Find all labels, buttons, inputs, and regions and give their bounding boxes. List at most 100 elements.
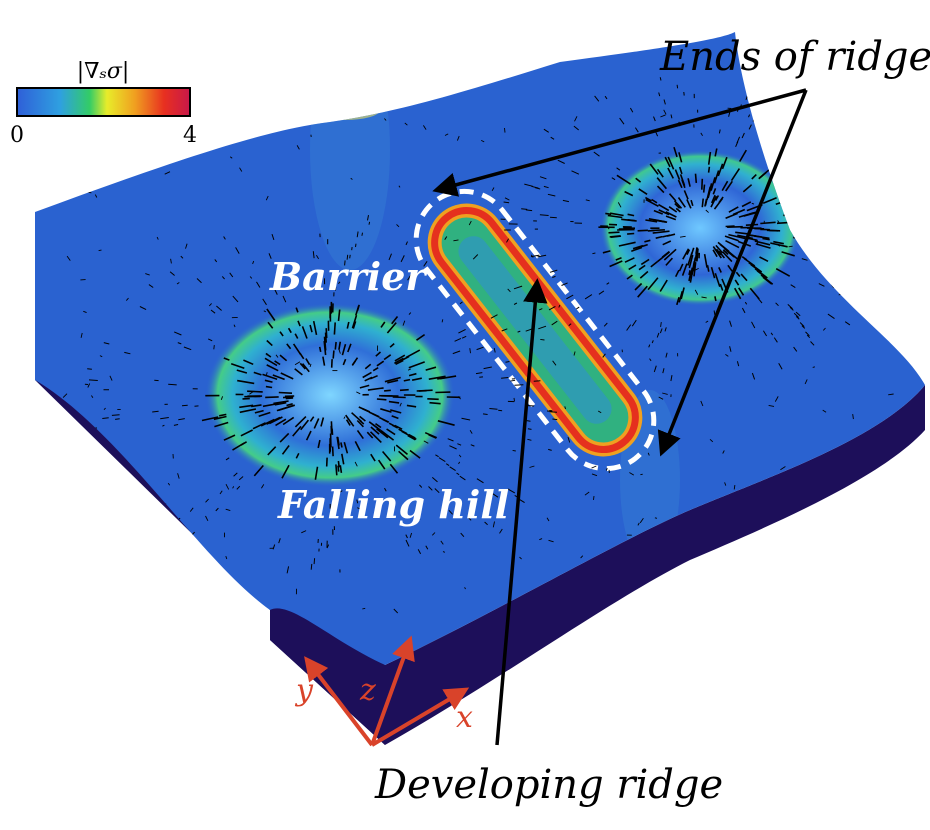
field-arrow bbox=[834, 624, 838, 627]
field-arrow bbox=[793, 236, 804, 240]
field-arrow bbox=[237, 379, 255, 385]
field-arrow bbox=[637, 285, 648, 298]
field-arrow bbox=[303, 117, 308, 120]
field-arrow bbox=[795, 311, 801, 317]
field-arrow bbox=[265, 385, 273, 389]
field-arrow bbox=[376, 398, 387, 401]
field-arrow bbox=[788, 245, 793, 248]
field-arrow bbox=[223, 236, 226, 240]
field-arrow bbox=[370, 453, 376, 462]
field-arrow bbox=[168, 516, 170, 520]
field-arrow bbox=[88, 379, 98, 381]
field-arrow bbox=[287, 327, 292, 334]
field-arrow bbox=[710, 266, 716, 279]
field-arrow bbox=[423, 440, 429, 444]
field-arrow bbox=[543, 128, 549, 133]
field-arrow bbox=[425, 366, 437, 371]
field-arrow bbox=[313, 418, 320, 429]
field-arrow bbox=[305, 430, 312, 441]
field-arrow bbox=[762, 330, 768, 337]
field-arrow bbox=[148, 284, 154, 288]
field-arrow bbox=[677, 197, 686, 208]
field-arrow bbox=[548, 539, 554, 543]
field-arrow bbox=[472, 254, 479, 260]
field-arrow bbox=[448, 509, 453, 515]
field-arrow bbox=[546, 517, 550, 522]
field-arrow bbox=[775, 302, 779, 307]
field-arrow bbox=[380, 321, 386, 328]
field-arrow bbox=[341, 453, 345, 465]
field-arrow bbox=[629, 107, 634, 113]
field-arrow bbox=[724, 482, 727, 486]
field-arrow bbox=[176, 282, 180, 285]
field-arrow bbox=[741, 307, 746, 314]
field-arrow bbox=[369, 374, 378, 380]
field-arrow bbox=[238, 476, 244, 481]
field-arrow bbox=[652, 230, 670, 234]
field-arrow bbox=[266, 339, 273, 347]
field-arrow bbox=[180, 255, 184, 259]
field-arrow bbox=[787, 304, 793, 310]
field-arrow bbox=[819, 239, 825, 241]
field-arrow bbox=[173, 424, 179, 426]
field-arrow bbox=[598, 290, 605, 295]
field-arrow bbox=[805, 331, 810, 337]
field-arrow bbox=[868, 202, 873, 204]
field-arrow bbox=[504, 127, 506, 133]
field-arrow bbox=[524, 183, 533, 187]
field-arrow bbox=[169, 271, 175, 276]
field-arrow bbox=[177, 473, 180, 479]
field-arrow bbox=[111, 414, 120, 416]
field-arrow bbox=[656, 251, 671, 263]
field-arrow bbox=[152, 410, 159, 413]
field-arrow bbox=[407, 434, 416, 441]
field-arrow bbox=[875, 178, 881, 181]
field-arrow bbox=[725, 354, 729, 357]
field-arrow bbox=[279, 354, 288, 362]
field-arrow bbox=[774, 396, 779, 402]
field-arrow bbox=[258, 411, 271, 417]
field-arrow bbox=[400, 255, 405, 263]
field-arrow bbox=[275, 354, 279, 358]
field-arrow bbox=[751, 174, 757, 180]
field-arrow bbox=[145, 273, 150, 276]
field-arrow bbox=[606, 225, 610, 230]
field-arrow bbox=[361, 407, 370, 413]
field-arrow bbox=[491, 187, 495, 192]
field-arrow bbox=[627, 213, 635, 217]
field-arrow bbox=[423, 261, 428, 267]
field-arrow bbox=[273, 400, 289, 405]
field-arrow bbox=[801, 180, 808, 184]
field-arrow bbox=[740, 273, 748, 282]
field-arrow bbox=[469, 430, 473, 434]
field-arrow bbox=[783, 128, 788, 134]
field-arrow bbox=[280, 372, 294, 380]
field-arrow bbox=[714, 195, 720, 201]
field-arrow bbox=[718, 129, 721, 134]
field-arrow bbox=[475, 372, 483, 375]
field-arrow bbox=[200, 636, 207, 640]
field-arrow bbox=[818, 135, 826, 141]
field-arrow bbox=[653, 365, 657, 373]
field-arrow bbox=[268, 253, 272, 259]
field-arrow bbox=[408, 361, 425, 369]
field-arrow bbox=[356, 231, 359, 238]
field-arrow bbox=[332, 350, 335, 359]
field-arrow bbox=[467, 516, 472, 521]
field-arrow bbox=[714, 273, 721, 287]
field-arrow bbox=[710, 177, 716, 191]
field-arrow bbox=[728, 111, 731, 117]
field-arrow bbox=[223, 434, 236, 441]
field-arrow bbox=[674, 203, 681, 209]
field-arrow bbox=[712, 246, 722, 259]
field-arrow bbox=[372, 367, 379, 372]
field-arrow bbox=[296, 145, 300, 150]
field-arrow bbox=[62, 393, 68, 398]
field-arrow bbox=[848, 172, 851, 177]
field-arrow bbox=[686, 249, 691, 255]
field-arrow bbox=[405, 241, 408, 246]
field-arrow bbox=[713, 198, 723, 210]
field-arrow bbox=[323, 336, 327, 351]
field-arrow bbox=[309, 416, 315, 422]
field-arrow bbox=[605, 212, 612, 216]
